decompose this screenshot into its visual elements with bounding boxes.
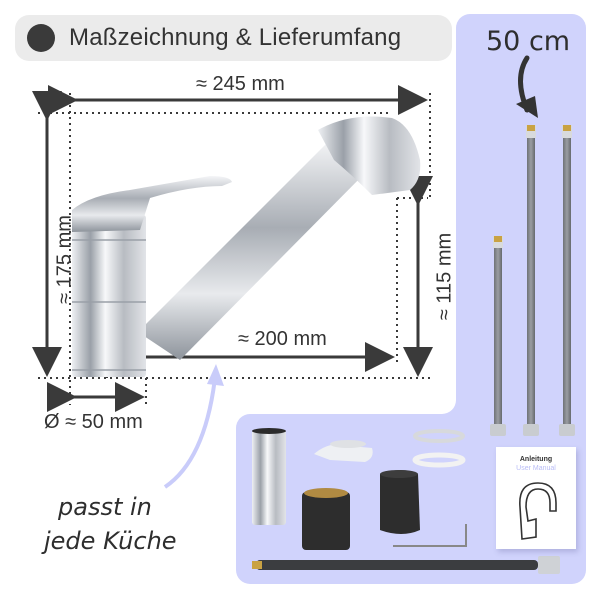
dimension-width-label: ≈ 245 mm: [196, 73, 285, 95]
user-manual: Anleitung User Manual: [496, 447, 576, 549]
faucet-outline-icon: [519, 482, 557, 540]
panel-inner-corner-mask: [420, 378, 456, 414]
hose-length-annotation: 50 cm: [486, 26, 571, 57]
faucet-illustration: [72, 116, 421, 377]
fits-kitchen-line1: passt in: [58, 493, 152, 521]
manual-title: Anleitung: [519, 456, 553, 463]
dimension-spout-height-label: ≈ 115 mm: [433, 232, 456, 321]
accessories: [252, 428, 560, 574]
fits-kitchen-annotation: passt in jede Küche: [44, 490, 177, 558]
fits-kitchen-line2: jede Küche: [44, 527, 177, 555]
bullet-icon: [27, 24, 55, 52]
section-header: Maßzeichnung & Lieferumfang: [15, 15, 452, 61]
dimension-height-label: ≈ 175 mm: [53, 215, 76, 304]
manual-subtitle: User Manual: [516, 465, 556, 472]
dimension-diameter-label: Ø ≈ 50 mm: [44, 411, 143, 433]
hoses: [490, 125, 575, 436]
section-title: Maßzeichnung & Lieferumfang: [69, 24, 402, 51]
dimension-reach-label: ≈ 200 mm: [238, 328, 327, 350]
